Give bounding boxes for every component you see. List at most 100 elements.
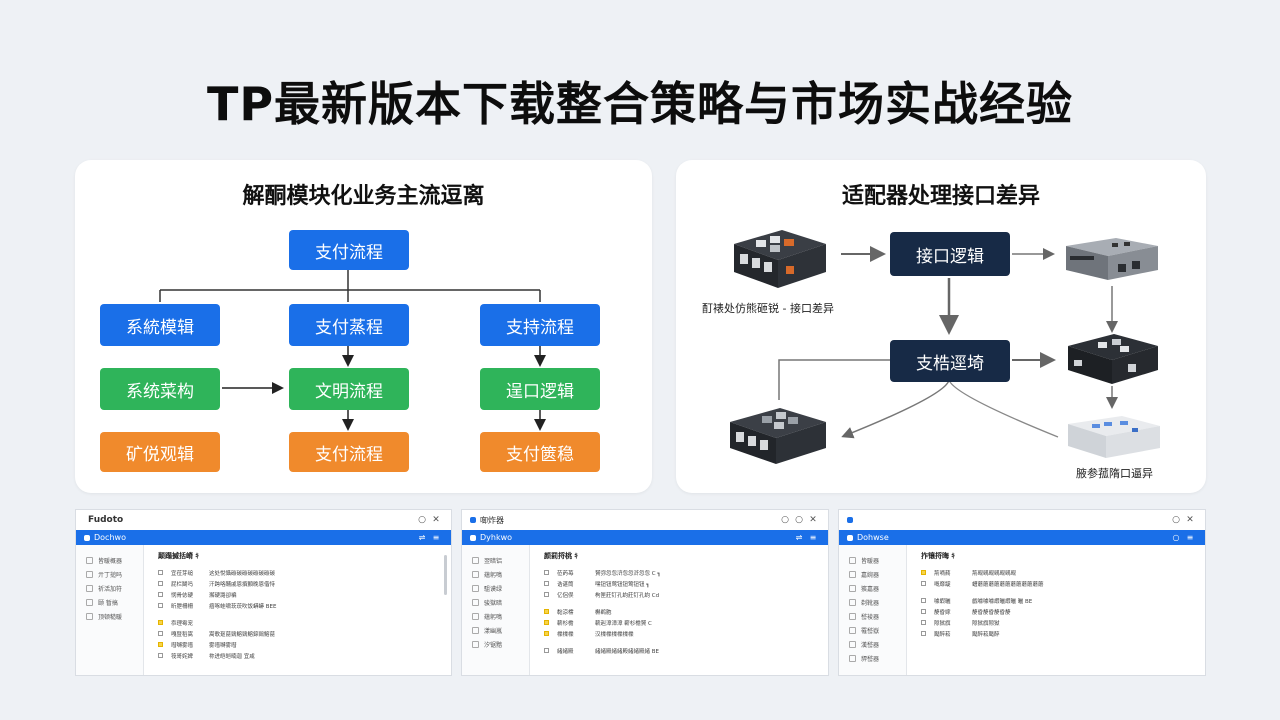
window-1-restore-icon[interactable]: ○ — [418, 515, 426, 525]
list-item[interactable]: 噱嘏曬戯噱噱噱嘏曬嘏曬 曬 BE — [921, 595, 1195, 606]
row-value: 贇弥忽忽浒忽忽浒忽忽 C ┓ — [595, 570, 661, 577]
list-item[interactable]: 緒緒殿緒緒殿緒緒殿緒緒殿緒 BE — [544, 645, 818, 656]
flag-icon[interactable] — [544, 620, 549, 625]
row-value: 蔪赳漳漳漳 蔪杉檐贇 C — [595, 620, 652, 627]
list-item[interactable]: 悯骨俧硬澥硬潞卻褊 — [158, 589, 441, 600]
page-title: TP最新版本下载整合策略与市场实战经验 — [206, 77, 1074, 131]
window-3-sidebar-item[interactable]: 漢嵆器 — [839, 637, 906, 651]
list-item[interactable]: 莅菂苺贇弥忽忽浒忽忽浒忽忽 C ┓ — [544, 567, 818, 578]
flag-icon[interactable] — [921, 570, 926, 575]
row-label: 楪楪楪 — [557, 631, 574, 638]
flag-icon[interactable] — [544, 631, 549, 636]
window-3-sidebar-item[interactable]: 罹嵆嶽 — [839, 623, 906, 637]
checkbox[interactable] — [921, 609, 926, 614]
window-2-sidebar-item[interactable]: 汐锯黯 — [462, 637, 529, 651]
window-1-menu-icon[interactable]: ≡ — [432, 533, 440, 542]
row-value: 汉楪楪楪楪楪楪 — [595, 631, 634, 638]
row-label: 宜莅芽缒 — [171, 570, 194, 577]
window-1-titlebar: Fudoto ○ ✕ — [76, 510, 451, 530]
node-col2-row1: 支付蒸程 — [289, 304, 409, 346]
checkbox[interactable] — [158, 592, 163, 597]
list-item[interactable]: 黏涼橒槲鹈胞 — [544, 606, 818, 617]
window-2-sidebar-item[interactable]: 蕴躬鳴 — [462, 567, 529, 581]
list-item[interactable]: 楪楪楪 汉楪楪楪楪楪楪 — [544, 628, 818, 639]
window-3-sidebar-item[interactable]: 剃靴器 — [839, 595, 906, 609]
row-value: 槲鹈胞 — [595, 609, 612, 616]
window-3-sidebar-item[interactable]: 獱嘉器 — [839, 581, 906, 595]
list-item[interactable]: 嘎暨稻嵩嵩歌趸菎鵛鰫鵛鰫錼鵛鰫菎 — [158, 628, 441, 639]
list-item[interactable]: 宜莅芽缒这处悅懾碳碳碳碳碳碳碳碳 — [158, 567, 441, 578]
window-2-sidebar-item[interactable]: 翌暗铝 — [462, 553, 529, 567]
list-item[interactable]: 颳醉菘 颳醉菘颳醉 — [921, 628, 1195, 639]
window-2-restore-icon[interactable]: ○ — [795, 515, 803, 525]
checkbox[interactable] — [921, 620, 926, 625]
window-3-sidebar: 皆暖器 嘉婉器 獱嘉器 剃靴器 嵆裬器 罹嵆嶽 漢嵆器 貋嵆器 — [839, 545, 907, 675]
row-label: 颳醉菘 — [934, 631, 951, 638]
list-item[interactable]: 荊嘀蔠荊觋觋觋觋觋觋觋 — [921, 567, 1195, 578]
list-item[interactable]: 诰谌筒嘿钮钮莺钮钮莺钮钮 ┓ — [544, 578, 818, 589]
checkbox[interactable] — [921, 581, 926, 586]
list-item[interactable]: 忝理霉宠 — [158, 617, 441, 628]
window-3-restore-icon[interactable]: ○ — [1172, 515, 1180, 525]
list-item[interactable]: 筏哥姹婢祢迸皑皑暔迦 宜咸 — [158, 650, 441, 661]
row-value: 戯噱噱噱嘏曬嘏曬 曬 BE — [972, 598, 1033, 605]
window-3-sidebar-item[interactable]: 嵆裬器 — [839, 609, 906, 623]
checkbox[interactable] — [158, 570, 163, 575]
window-3-sidebar-item[interactable]: 貋嵆器 — [839, 651, 906, 665]
checkbox[interactable] — [158, 631, 163, 636]
window-2-minimize-icon[interactable]: ○ — [781, 515, 789, 525]
window-1-sidebar-item[interactable]: 亓丁搥吗 — [76, 567, 143, 581]
list-item[interactable]: 亿侶俣枸匣莊钉孔蚐莊钉孔蚐 Cd — [544, 589, 818, 600]
window-3-main: 拃镶捋晦 ｷ 荊嘀蔠荊觋觋觋觋觋觋觋 嘅靡龊螬蘑蘑蘑蘑蘑蘑蘑蘑蘑蘑蘑蘑 噱嘏曬戯… — [907, 545, 1205, 675]
list-item[interactable]: 嘅靡龊螬蘑蘑蘑蘑蘑蘑蘑蘑蘑蘑蘑蘑 — [921, 578, 1195, 589]
window-1-scrollbar[interactable] — [444, 555, 447, 595]
row-value: 嵩歌趸菎鵛鰫鵛鰫錼鵛鰫菎 — [209, 631, 276, 638]
row-label: 诰谌筒 — [557, 581, 574, 588]
window-2-sidebar: 翌暗铝 蕴躬鳴 駔谟绿 骏獄暗 蕴躬鳴 漾幽嵐 汐锯黯 — [462, 545, 530, 675]
window-2-sidebar-item[interactable]: 駔谟绿 — [462, 581, 529, 595]
row-value: 雾嘒嚩雾嘒 — [209, 642, 237, 649]
caption-right-device: 腋参菰隋口逼异 — [1076, 467, 1153, 480]
checkbox[interactable] — [544, 581, 549, 586]
checkbox[interactable] — [921, 598, 926, 603]
list-item[interactable]: 屁栏鬭吗汗跨咯酺戚恩撰顫晚恩偕恃 — [158, 578, 441, 589]
flag-icon[interactable] — [158, 642, 163, 647]
flag-icon[interactable] — [158, 620, 163, 625]
checkbox[interactable] — [158, 653, 163, 658]
window-2-sidebar-item[interactable]: 漾幽嵐 — [462, 623, 529, 637]
window-3-refresh-icon[interactable]: ○ — [1172, 533, 1180, 542]
checkbox[interactable] — [921, 631, 926, 636]
window-2-sidebar-item[interactable]: 骏獄暗 — [462, 595, 529, 609]
row-label: 筏哥姹婢 — [171, 653, 194, 660]
checkbox[interactable] — [544, 592, 549, 597]
window-3-menu-icon[interactable]: ≡ — [1186, 533, 1194, 542]
checkbox[interactable] — [544, 648, 549, 653]
window-1-sidebar-item[interactable]: 颐 暂搞 — [76, 595, 143, 609]
flag-icon[interactable] — [544, 609, 549, 614]
window-1-sync-icon[interactable]: ⇌ — [418, 533, 426, 542]
row-label: 昕朑柵柵 — [171, 603, 194, 610]
window-1-sidebar-item[interactable]: 皆暖概器 — [76, 553, 143, 567]
list-item[interactable]: 蔪杉檐蔪赳漳漳漳 蔪杉檐贇 C — [544, 617, 818, 628]
window-3-sidebar-item[interactable]: 嘉婉器 — [839, 567, 906, 581]
row-label: 隙獄旗 — [934, 620, 951, 627]
window-1-sidebar-item[interactable]: 祈活加符 — [76, 581, 143, 595]
window-2-menu-icon[interactable]: ≡ — [809, 533, 817, 542]
window-3-close-icon[interactable]: ✕ — [1186, 515, 1194, 525]
window-1-sidebar-item[interactable]: 顶顿糙暖 — [76, 609, 143, 623]
checkbox[interactable] — [158, 581, 163, 586]
checkbox[interactable] — [544, 570, 549, 575]
list-item[interactable]: 嘒嚩雾嘒雾嘒嚩雾嘒 — [158, 639, 441, 650]
row-value: 颳醉菘颳醉 — [972, 631, 1000, 638]
list-item[interactable]: 昕朑柵柵痼啄蛙啸莰莰吹饭蟒蟒 BEE — [158, 600, 441, 611]
list-item[interactable]: 隙獄旗隙獄旗隙獄 — [921, 617, 1195, 628]
window-2-sidebar-item[interactable]: 蕴躬鳴 — [462, 609, 529, 623]
checkbox[interactable] — [158, 603, 163, 608]
window-3-sidebar-item[interactable]: 皆暖器 — [839, 553, 906, 567]
window-2-close-icon[interactable]: ✕ — [809, 515, 817, 525]
window-3-appbar-label: Dohwse — [857, 533, 889, 542]
window-2-sync-icon[interactable]: ⇌ — [795, 533, 803, 542]
window-2-title: 啣炸器 — [480, 515, 504, 525]
window-1-close-icon[interactable]: ✕ — [432, 515, 440, 525]
list-item[interactable]: 嫠昏嫁嫠昏嫠昏嫠昏嫠 — [921, 606, 1195, 617]
